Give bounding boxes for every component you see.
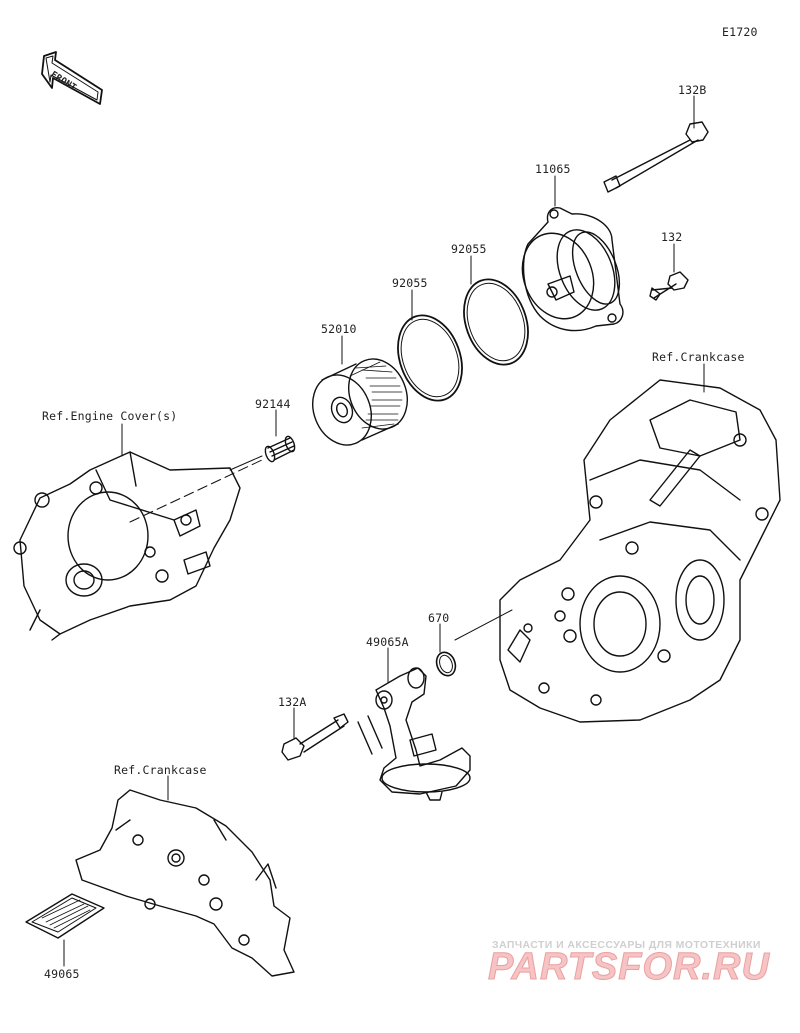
bolt-132 xyxy=(649,271,689,301)
oil-filter-52010 xyxy=(312,358,408,446)
part-label-132b: 132B xyxy=(678,83,707,97)
part-label-92055-inner: 92055 xyxy=(392,276,428,290)
part-label-670: 670 xyxy=(428,611,450,625)
bolt-132a xyxy=(281,713,349,761)
part-label-132a: 132A xyxy=(278,695,307,709)
crankcase-bottom-ref xyxy=(75,789,295,977)
crankcase-right-ref xyxy=(499,379,781,723)
engine-cover-ref xyxy=(13,451,241,641)
diagram-code: E1720 xyxy=(722,25,758,39)
o-ring-92055-outer xyxy=(463,278,529,366)
o-ring-92055-inner xyxy=(397,314,463,402)
part-label-49065: 49065 xyxy=(44,967,80,981)
oil-pipe-49065a xyxy=(357,667,471,801)
part-label-49065a: 49065A xyxy=(366,635,409,649)
screen-49065 xyxy=(25,893,105,939)
watermark-subtitle: ЗАПЧАСТИ И АКСЕССУАРЫ ДЛЯ МОТОТЕХНИКИ xyxy=(492,939,761,951)
bolt-132b xyxy=(603,121,709,193)
ref-label-crankcase-right: Ref.Crankcase xyxy=(652,350,745,364)
leader-lines xyxy=(63,95,705,967)
spring-92144 xyxy=(264,435,296,463)
front-arrow-icon xyxy=(41,51,103,105)
part-label-92055-outer: 92055 xyxy=(451,242,487,256)
watermark-logo: PARTSFOR.RU xyxy=(488,946,770,989)
ref-label-crankcase-bottom: Ref.Crankcase xyxy=(114,763,207,777)
o-ring-670 xyxy=(435,651,457,677)
oil-filter-cover-11065 xyxy=(521,207,624,332)
part-label-11065: 11065 xyxy=(535,162,571,176)
part-label-52010: 52010 xyxy=(321,322,357,336)
part-label-92144: 92144 xyxy=(255,397,291,411)
ref-label-engine-cover: Ref.Engine Cover(s) xyxy=(42,409,178,423)
part-label-132: 132 xyxy=(661,230,683,244)
